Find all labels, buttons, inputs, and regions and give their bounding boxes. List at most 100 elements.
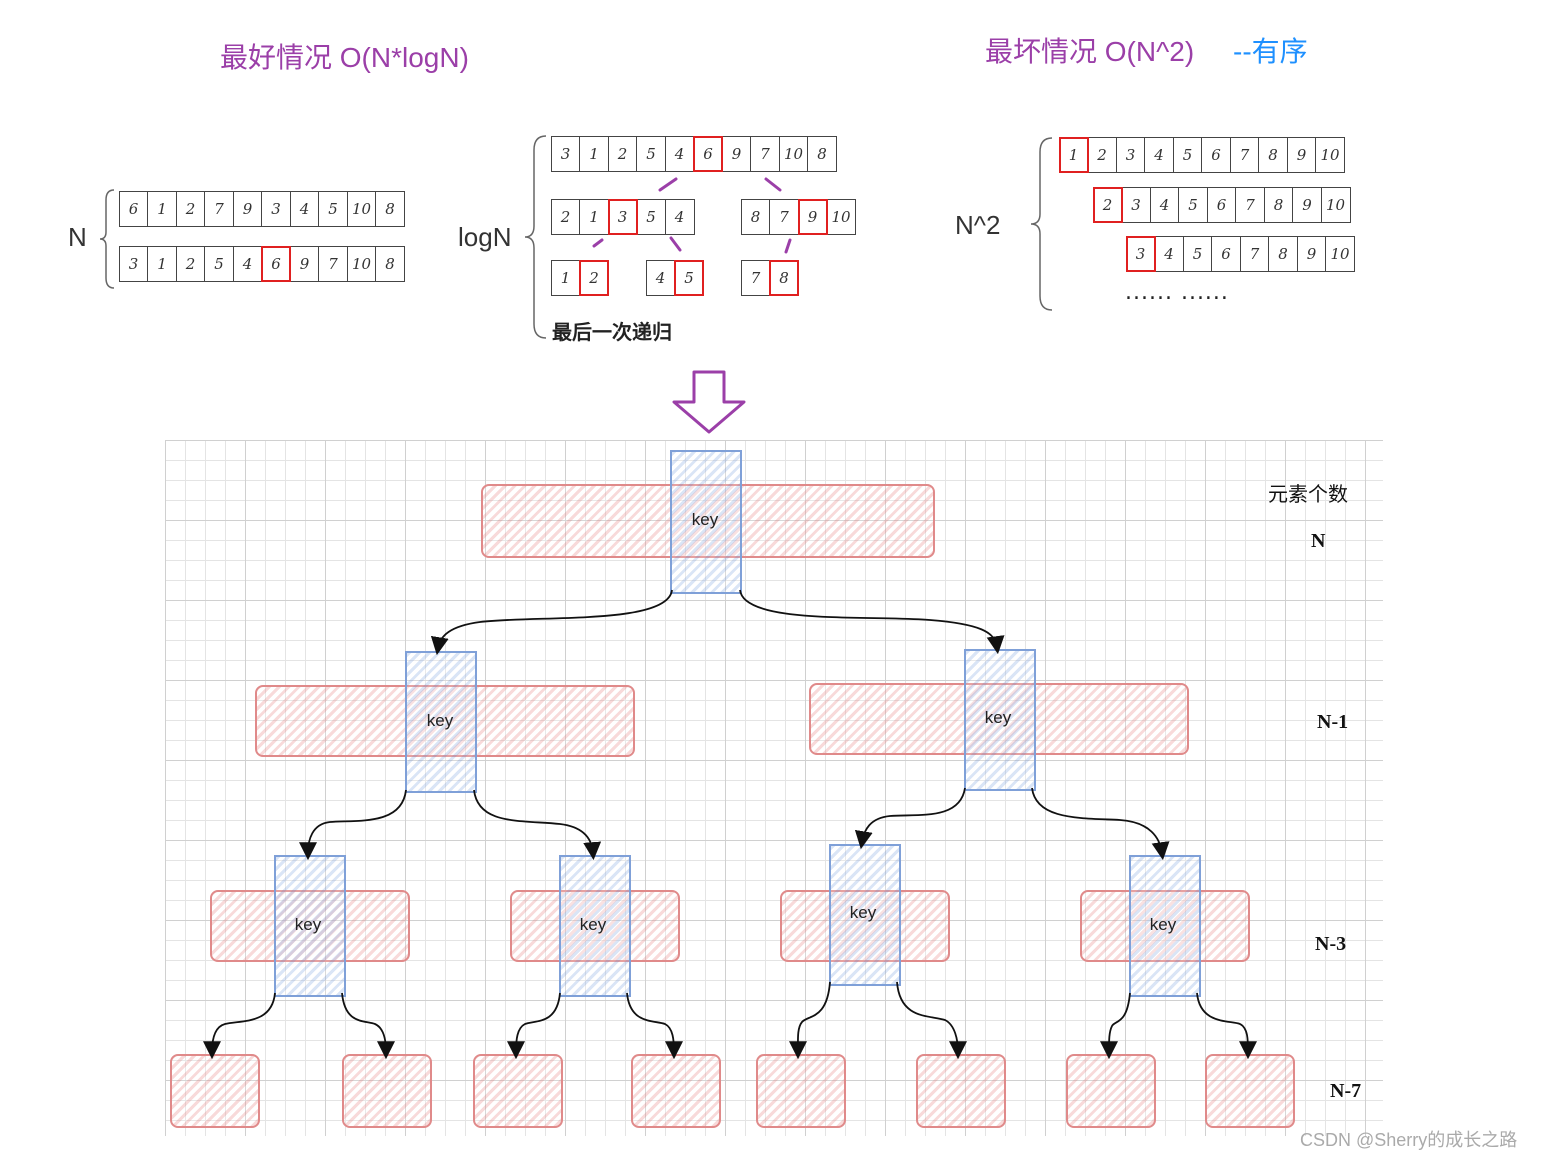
pivot-cell: 5 <box>674 260 704 296</box>
pivot-cell: 2 <box>1092 187 1123 223</box>
partition-box-l1-right <box>809 683 1189 755</box>
edge-l1l-right <box>473 789 602 861</box>
split-marks-icon <box>592 177 792 254</box>
key-label-l2-3: key <box>849 903 877 922</box>
edge-l2-4-right <box>1196 992 1257 1060</box>
continuation-dots: ...... ...... <box>1125 280 1229 305</box>
partition-box-l3-5 <box>756 1054 846 1128</box>
array-cell: 4 <box>232 246 263 282</box>
edge-l2-4-left <box>1100 992 1131 1060</box>
array-cell: 9 <box>232 191 263 227</box>
array-cell: 9 <box>1296 236 1327 272</box>
logn-brace-icon <box>524 135 547 339</box>
pivot-cell: 9 <box>797 199 828 235</box>
array-cell: 4 <box>664 199 695 235</box>
edge-l2-1-left <box>203 992 276 1060</box>
array-cell: 1 <box>579 199 609 235</box>
array-cell: 1 <box>579 136 609 172</box>
partition-box-root <box>481 484 935 558</box>
worst-case-title: 最坏情况 O(N^2) <box>985 36 1195 67</box>
array-cell: 7 <box>769 199 799 235</box>
array-cell: 9 <box>1286 137 1317 173</box>
level-label-0: N <box>1311 530 1326 552</box>
down-arrow-icon <box>672 370 746 434</box>
array-cell: 5 <box>1182 236 1213 272</box>
array-cell: 7 <box>1235 187 1265 223</box>
partition-box-l2-1 <box>210 890 410 962</box>
key-box-l2-2 <box>559 855 631 997</box>
key-box-l2-3 <box>829 844 901 986</box>
pivot-cell: 6 <box>693 136 723 172</box>
edge-root-left <box>430 589 673 656</box>
partition-box-l3-2 <box>342 1054 432 1128</box>
n-squared-label: N^2 <box>955 210 1001 240</box>
key-label-l2-4: key <box>1149 915 1177 934</box>
array-cell: 8 <box>375 246 405 282</box>
edge-l2-3-right <box>896 981 967 1060</box>
level-label-3: N-7 <box>1330 1080 1362 1102</box>
edge-l2-2-right <box>626 992 683 1060</box>
partition-box-l1-left <box>255 685 635 757</box>
logn-label: logN <box>458 222 512 252</box>
array-cell: 3 <box>261 191 291 227</box>
array-cell: 1 <box>147 191 177 227</box>
array-cell: 8 <box>1258 137 1288 173</box>
watermark: CSDN @Sherry的成长之路 <box>1300 1130 1518 1150</box>
edge-l1r-left <box>854 787 966 850</box>
partition-box-l3-7 <box>1066 1054 1156 1128</box>
key-box-l1-right <box>964 649 1036 791</box>
partition-box-l3-3 <box>473 1054 563 1128</box>
key-label-l2-1: key <box>294 915 322 934</box>
level-label-2: N-3 <box>1315 933 1347 955</box>
array-cell: 3 <box>1121 187 1151 223</box>
n-squared-brace-icon <box>1030 137 1053 311</box>
edge-l1l-left <box>299 789 407 861</box>
best-case-title: 最好情况 O(N*logN) <box>220 42 469 73</box>
element-count-title: 元素个数 <box>1268 484 1348 506</box>
key-box-root <box>670 450 742 594</box>
edge-l2-3-left <box>788 981 831 1060</box>
key-label-l1-right: key <box>984 708 1012 727</box>
array-cell: 10 <box>346 191 377 227</box>
array-cell: 5 <box>1178 187 1208 223</box>
array-cell: 8 <box>375 191 405 227</box>
array-cell: 7 <box>1229 137 1260 173</box>
partition-box-l3-4 <box>631 1054 721 1128</box>
array-cell: 4 <box>1149 187 1180 223</box>
key-label-l1-left: key <box>426 711 454 730</box>
pivot-cell: 2 <box>579 260 609 296</box>
array-cell: 1 <box>147 246 177 282</box>
pivot-cell: 3 <box>1125 236 1156 272</box>
array-cell: 7 <box>204 191 234 227</box>
n-brace-icon <box>99 189 115 289</box>
pivot-cell: 6 <box>261 246 291 282</box>
edge-l2-2-left <box>507 992 561 1060</box>
array-cell: 10 <box>1315 137 1345 173</box>
key-box-l2-1 <box>274 855 346 997</box>
edge-l1r-right <box>1031 787 1170 861</box>
last-recursion-note: 最后一次递归 <box>552 320 672 344</box>
array-cell: 2 <box>607 136 638 172</box>
key-box-l2-4 <box>1129 855 1201 997</box>
level-label-1: N-1 <box>1317 711 1349 733</box>
pivot-cell: 1 <box>1058 137 1089 173</box>
array-cell: 5 <box>318 191 348 227</box>
key-label-l2-2: key <box>579 915 607 934</box>
array-cell: 1 <box>550 260 581 296</box>
edge-root-right <box>739 589 1005 655</box>
n-label: N <box>68 222 87 252</box>
array-cell: 6 <box>1211 236 1241 272</box>
array-cell: 7 <box>1239 236 1270 272</box>
array-cell: 3 <box>550 136 581 172</box>
partition-box-l2-3 <box>780 890 950 962</box>
